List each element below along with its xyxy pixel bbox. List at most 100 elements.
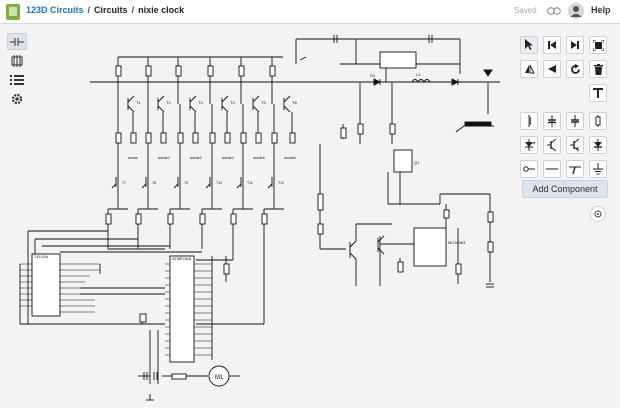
flip-button[interactable]: [520, 60, 538, 78]
resistor-row-bottom: [105, 209, 268, 249]
motor-label: M1: [215, 375, 224, 381]
rotate-icon: [570, 63, 580, 74]
inductor-icon: [527, 115, 531, 127]
transistor-row-1: [127, 95, 291, 113]
switch-icon: [569, 166, 581, 174]
breadcrumb: 123D Circuits/Circuits/nixie clock: [26, 5, 184, 15]
ic2-label: ATMEGA8: [172, 256, 192, 261]
zoom-control[interactable]: [590, 206, 606, 222]
transistor-label: T12: [278, 181, 284, 185]
transistor-label: T2: [166, 100, 171, 105]
transistor-row-2: [108, 174, 284, 210]
component-led[interactable]: [520, 136, 538, 154]
text-tool-icon: [593, 88, 603, 98]
q1-label: Q1: [414, 160, 420, 165]
pointer-icon: [525, 39, 533, 50]
app-logo[interactable]: [6, 4, 20, 20]
capacitor-polarized-icon: [547, 115, 557, 127]
transistor-label: T10: [216, 181, 222, 185]
chip-icon: [11, 54, 23, 67]
wire-icon: [546, 168, 558, 170]
diode-icon: [594, 139, 602, 151]
schematic-icon: [10, 37, 24, 46]
save-status: Saved: [514, 6, 537, 15]
top-bar: 123D Circuits/Circuits/nixie clock Saved…: [0, 0, 620, 24]
transistor-npn-icon: [547, 139, 557, 151]
transistor-label: T3: [198, 100, 203, 105]
user-avatar-icon[interactable]: [568, 3, 584, 19]
anode-label: anode3: [190, 156, 202, 160]
settings-button[interactable]: [7, 90, 27, 107]
mirror-button[interactable]: [543, 60, 561, 78]
step-end-button[interactable]: [566, 36, 584, 54]
anode-label: anode4: [222, 156, 234, 160]
transistor-label: T5: [261, 100, 266, 105]
component-inductor[interactable]: [520, 112, 538, 130]
flip-icon: [524, 64, 535, 74]
add-component-button[interactable]: Add Component: [522, 180, 608, 198]
resistor-row-mid: [115, 104, 296, 174]
component-capacitor[interactable]: [566, 112, 584, 130]
target-icon: [594, 210, 602, 218]
breadcrumb-app-link[interactable]: 123D Circuits: [26, 5, 84, 15]
transistor-label: T6: [292, 100, 297, 105]
ground-icon: [593, 163, 603, 175]
resistor-row-top: [115, 57, 276, 104]
resistor-icon: [595, 115, 601, 127]
fit-view-icon: [592, 39, 604, 51]
rotate-button[interactable]: [566, 60, 584, 78]
ic-mc34063[interactable]: [413, 227, 447, 267]
delete-button[interactable]: [589, 60, 607, 78]
select-tool-button[interactable]: [520, 36, 538, 54]
diode-label: D1: [370, 73, 376, 78]
breadboard-view-button[interactable]: [7, 52, 27, 69]
breadcrumb-separator: /: [87, 5, 91, 15]
component-npn-transistor[interactable]: [543, 136, 561, 154]
transistor-label: T8: [152, 181, 156, 185]
component-power-node[interactable]: [520, 160, 538, 178]
capacitor-icon: [571, 115, 579, 127]
right-panel: [520, 36, 610, 178]
step-start-icon: [548, 41, 556, 49]
transistor-label: T7: [122, 181, 126, 185]
anode-label: anode2: [158, 156, 170, 160]
transistor-label: T11: [247, 181, 253, 185]
anode-label: anode6: [284, 156, 296, 160]
component-list-button[interactable]: [7, 71, 27, 88]
component-switch[interactable]: [566, 160, 584, 178]
left-toolbar: [7, 33, 27, 109]
step-start-button[interactable]: [543, 36, 561, 54]
component-wire[interactable]: [543, 160, 561, 178]
mirror-icon: [547, 65, 556, 73]
schematic-view-button[interactable]: [7, 33, 27, 50]
breadcrumb-separator: /: [131, 5, 135, 15]
mosfet-q1[interactable]: [393, 149, 413, 173]
list-icon: [10, 74, 24, 85]
transistor-label: T4: [230, 100, 235, 105]
text-tool-button[interactable]: [589, 84, 607, 102]
breadcrumb-section-link[interactable]: Circuits: [94, 5, 128, 15]
component-resistor[interactable]: [589, 112, 607, 130]
component-ground[interactable]: [589, 160, 607, 178]
anode-label: anode: [128, 156, 138, 160]
breadcrumb-project-title: nixie clock: [138, 5, 185, 15]
component-palette: [520, 112, 610, 178]
component-polarized-capacitor[interactable]: [543, 112, 561, 130]
power-node-icon: [523, 166, 535, 172]
sync-icon: [547, 7, 561, 15]
anode-label: anode5: [253, 156, 265, 160]
component-diode[interactable]: [589, 136, 607, 154]
component-pnp-transistor[interactable]: [566, 136, 584, 154]
schematic-canvas[interactable]: T1 T2 T3 T4 T5 T6 anode anode2 anode3 an…: [0, 24, 620, 408]
led-icon: [524, 139, 535, 151]
help-link[interactable]: Help: [591, 5, 611, 15]
transistor-label: T1: [136, 100, 141, 105]
ic-atmega8[interactable]: [169, 255, 195, 363]
ic3-label: MC34063: [448, 240, 466, 245]
inductor-label: L1: [416, 72, 421, 77]
fit-view-button[interactable]: [589, 36, 607, 54]
ic-74141n[interactable]: [31, 253, 61, 317]
step-end-icon: [571, 41, 579, 49]
trash-icon: [593, 63, 603, 75]
ic1-label: 74141N: [34, 254, 48, 259]
